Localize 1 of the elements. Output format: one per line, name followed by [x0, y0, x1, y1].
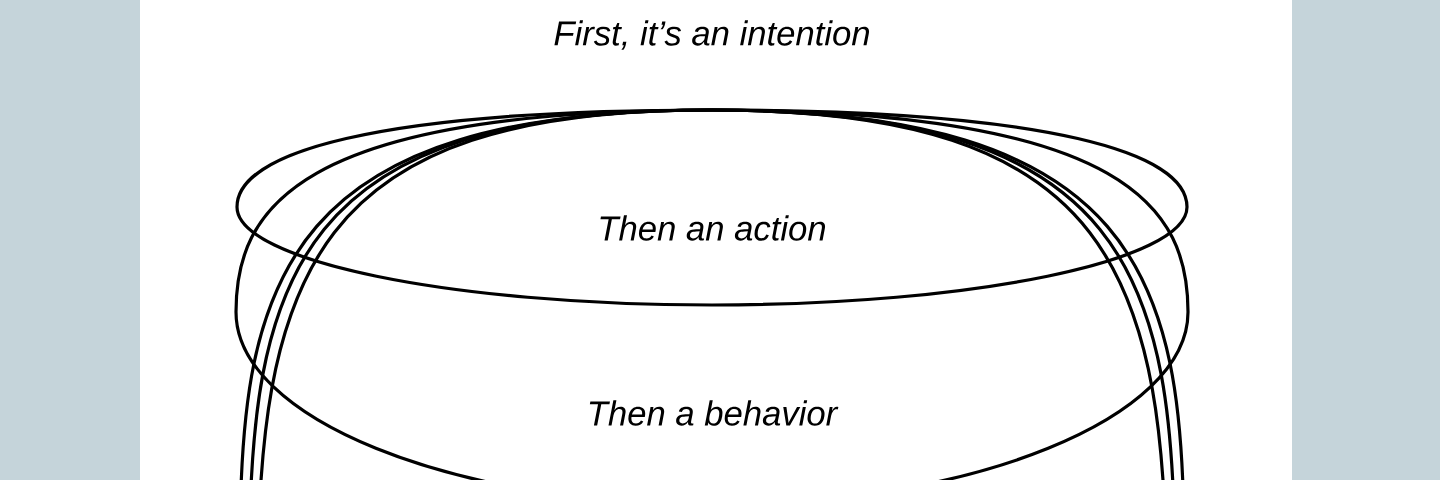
heading: First, it’s an intention — [554, 20, 870, 50]
